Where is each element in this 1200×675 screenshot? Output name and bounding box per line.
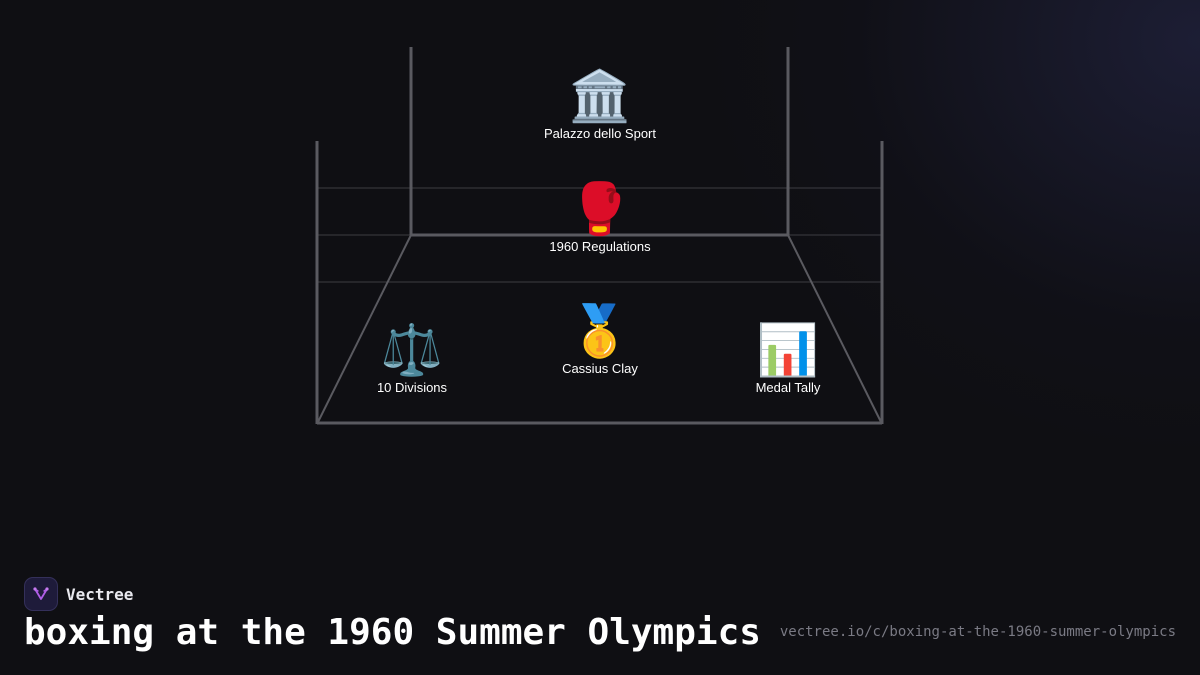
node-palazzo-dello-sport: 🏛️ Palazzo dello Sport: [500, 68, 700, 141]
node-1960-regulations: 🥊 1960 Regulations: [500, 181, 700, 254]
node-cassius-clay: 🥇 Cassius Clay: [500, 303, 700, 376]
node-10-divisions: ⚖️ 10 Divisions: [312, 322, 512, 395]
classical-building-icon: 🏛️: [568, 67, 632, 125]
node-label: Palazzo dello Sport: [543, 126, 656, 141]
page-title: boxing at the 1960 Summer Olympics: [24, 612, 761, 653]
bar-chart-icon: 📊: [756, 321, 820, 379]
source-url[interactable]: vectree.io/c/boxing-at-the-1960-summer-o…: [779, 624, 1176, 640]
node-label: 1960 Regulations: [549, 239, 651, 254]
node-label: 10 Divisions: [376, 380, 448, 395]
brand: Vectree: [24, 577, 133, 611]
node-label: Medal Tally: [755, 380, 821, 395]
ring-floor-left-edge: [316, 234, 412, 425]
ring-floor-right-edge: [787, 234, 883, 425]
tree-branch-icon: [33, 587, 49, 600]
balance-scale-icon: ⚖️: [380, 321, 444, 379]
brand-name: Vectree: [66, 584, 134, 604]
boxing-glove-icon: 🥊: [568, 180, 632, 238]
node-label: Cassius Clay: [562, 361, 638, 376]
gold-medal-icon: 🥇: [568, 302, 632, 360]
node-medal-tally: 📊 Medal Tally: [688, 322, 888, 395]
vectree-logo-icon: [24, 577, 58, 611]
